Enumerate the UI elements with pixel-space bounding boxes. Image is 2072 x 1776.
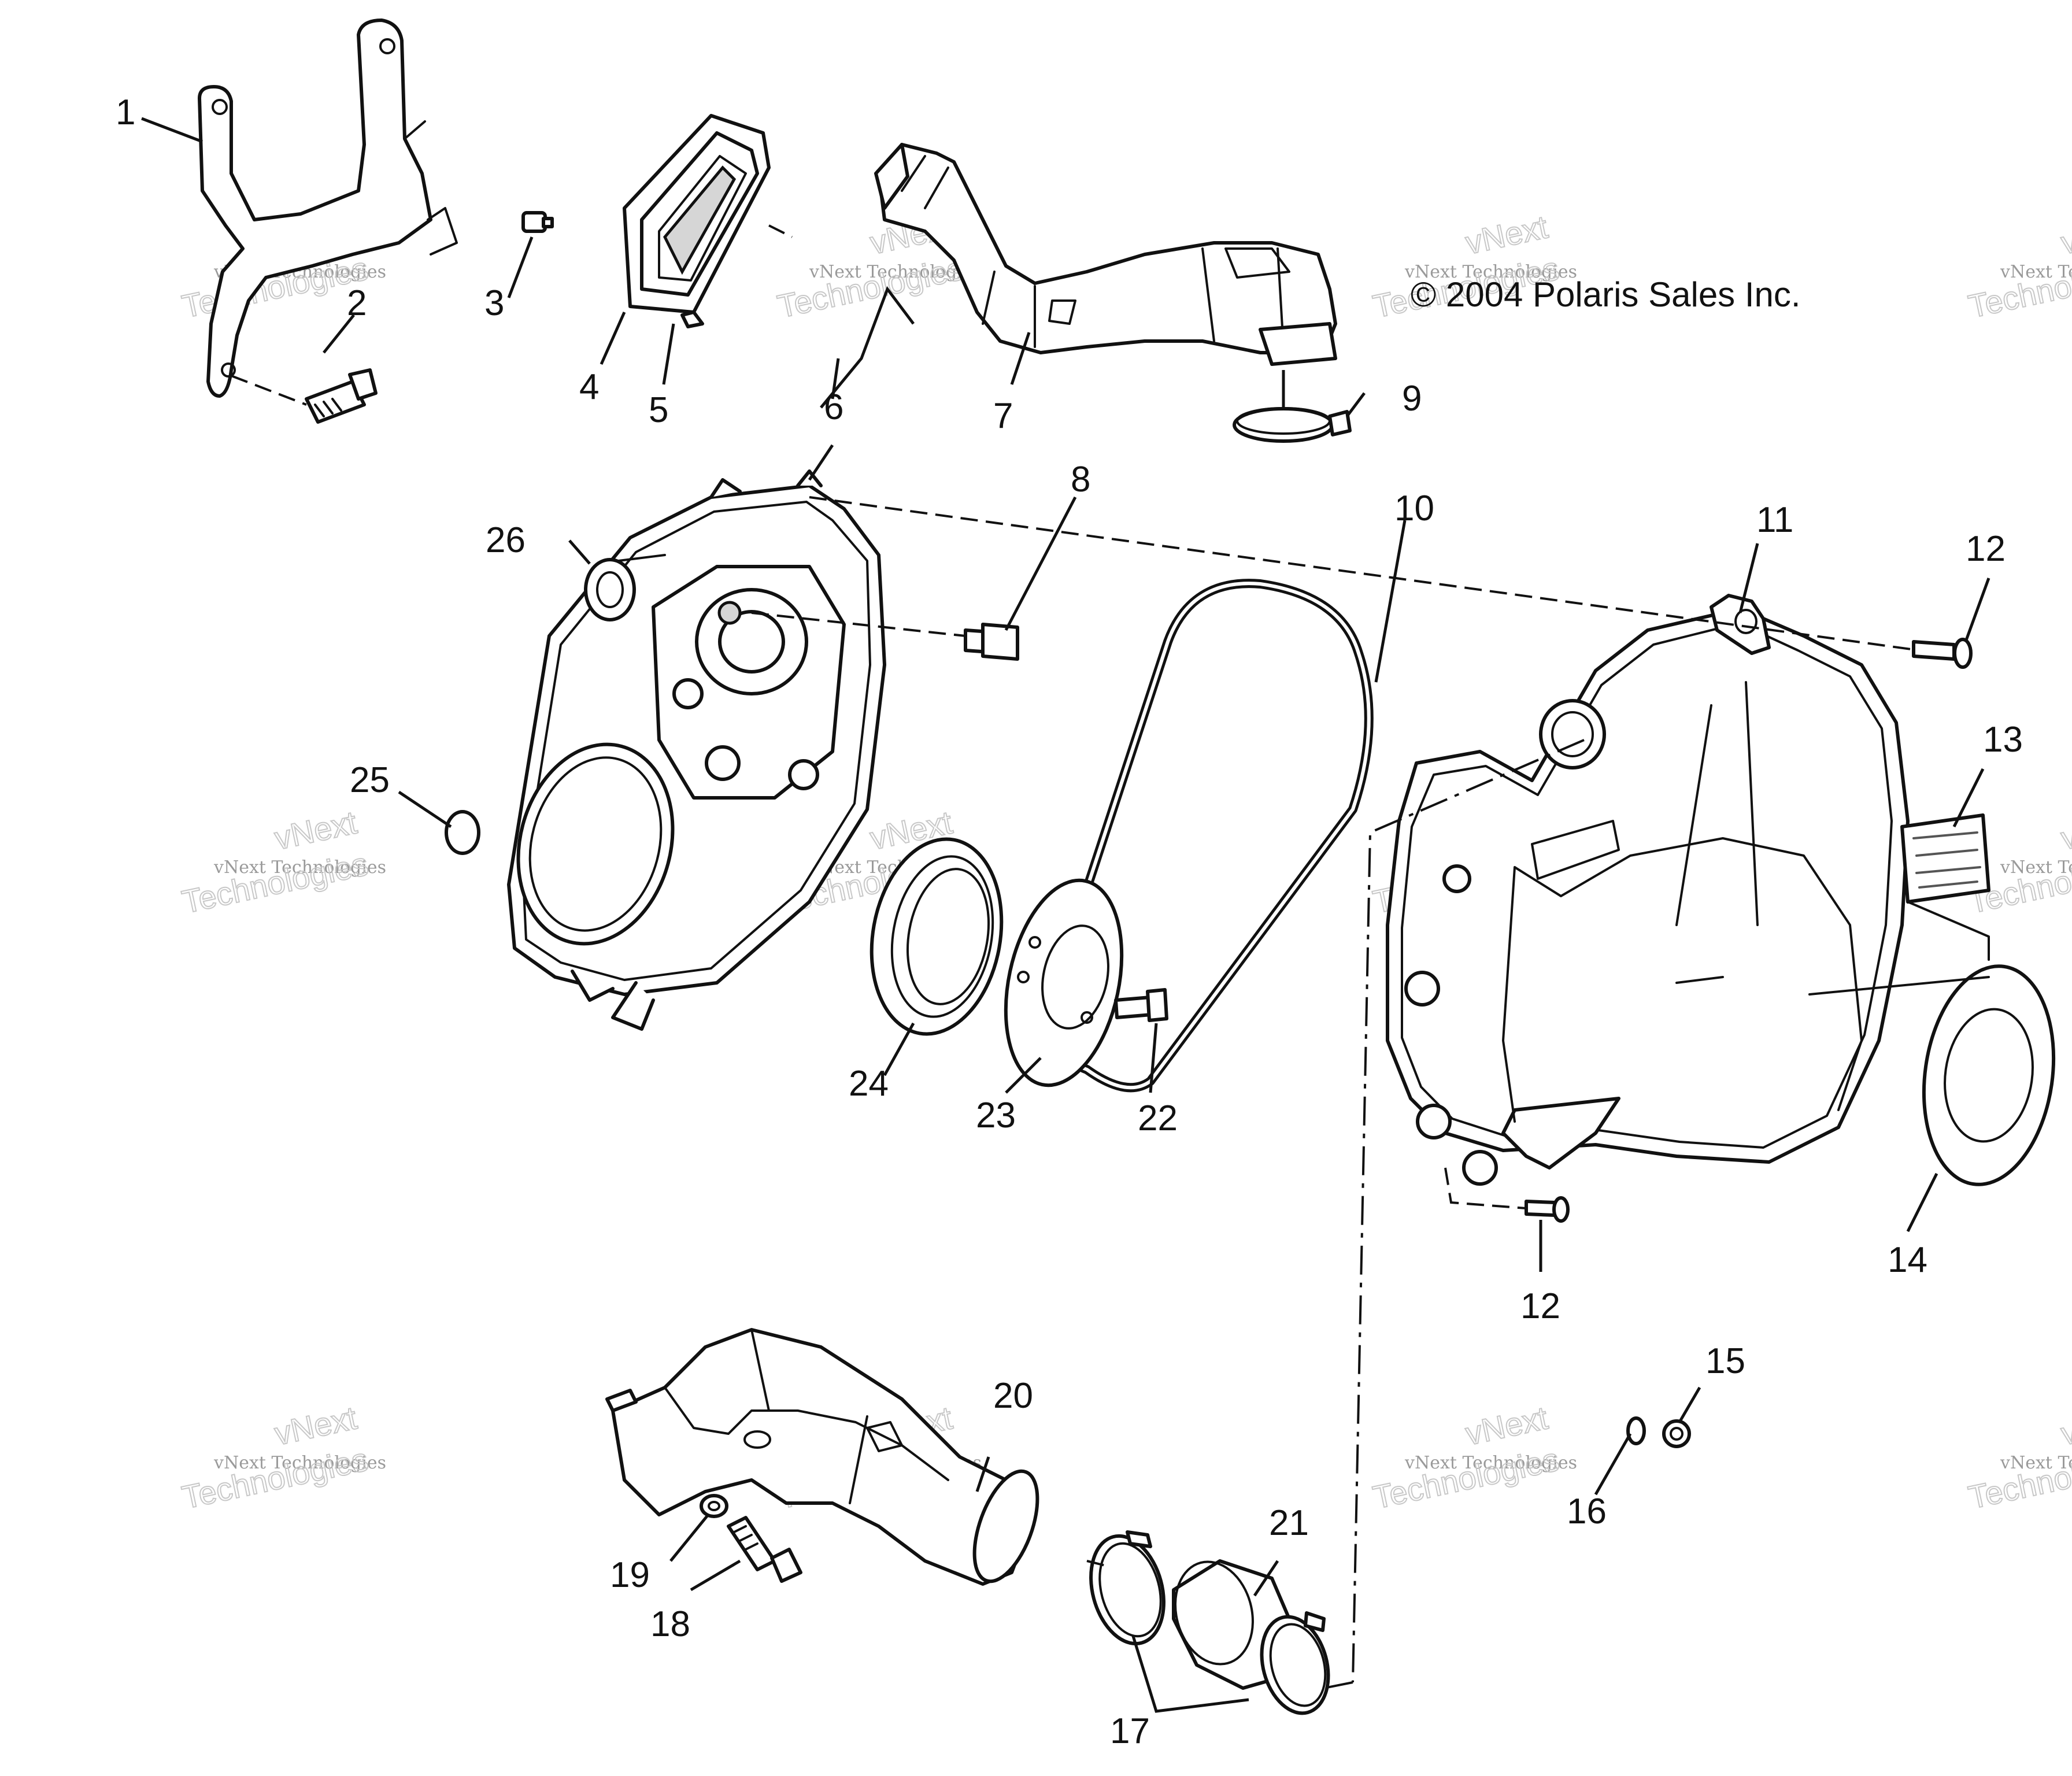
watermark-text: vNext Technologies bbox=[1404, 262, 1577, 282]
callout-17: 17 bbox=[1110, 1711, 1150, 1751]
part-15-nut bbox=[1662, 1419, 1691, 1448]
watermark-logo-text: Technologies bbox=[1370, 1441, 1562, 1516]
callout-24: 24 bbox=[849, 1064, 889, 1104]
watermark-text: vNext Technologies bbox=[213, 857, 386, 878]
part-3-screw bbox=[521, 211, 554, 233]
callout-10: 10 bbox=[1394, 489, 1434, 528]
callout-26: 26 bbox=[486, 520, 526, 560]
callout-25: 25 bbox=[350, 760, 390, 800]
callout-8: 8 bbox=[1071, 460, 1090, 500]
callout-19: 19 bbox=[610, 1555, 650, 1595]
watermark-text: vNext Technologies bbox=[213, 1453, 386, 1473]
centerline-2 bbox=[1294, 1681, 1353, 1695]
callout-15: 15 bbox=[1705, 1341, 1745, 1381]
callout-1: 1 bbox=[116, 92, 135, 132]
watermark-logo-text: vNext bbox=[2058, 208, 2072, 261]
callout-12-upper: 12 bbox=[1966, 529, 2006, 569]
callout-11: 11 bbox=[1756, 500, 1793, 540]
part-7-intake-duct bbox=[874, 143, 1337, 366]
part-12-screw-upper bbox=[809, 496, 1973, 669]
callout-labels: 1 2 3 4 5 6 7 8 9 10 11 12 12 13 14 15 1… bbox=[116, 92, 2023, 1751]
callout-6: 6 bbox=[824, 387, 843, 427]
part-12-screw-lower bbox=[1444, 1167, 1570, 1223]
part-11-outer-cover bbox=[1386, 594, 1910, 1186]
part-24-seal bbox=[870, 837, 1004, 1036]
watermark-text: vNext Technologies bbox=[2000, 262, 2072, 282]
part-22-screw bbox=[1114, 988, 1168, 1022]
watermark-logo-text: vNext bbox=[2058, 1399, 2072, 1452]
part-18-bolt bbox=[727, 1516, 802, 1583]
watermark-logo-text: Technologies bbox=[1965, 1441, 2072, 1516]
watermark-text: vNext Technologies bbox=[2000, 1453, 2072, 1473]
part-9-clamp bbox=[1233, 370, 1352, 443]
part-8-bolt bbox=[751, 612, 1019, 661]
callout-4: 4 bbox=[579, 367, 599, 407]
part-13-decal bbox=[1900, 813, 1990, 961]
callout-21: 21 bbox=[1269, 1503, 1309, 1543]
watermark-text: vNext Technologies bbox=[1404, 1453, 1577, 1473]
callout-23: 23 bbox=[976, 1096, 1016, 1135]
watermark-logo-text: Technologies bbox=[179, 1441, 371, 1516]
callout-9: 9 bbox=[1402, 379, 1422, 419]
watermark-logo-text: Technologies bbox=[1965, 250, 2072, 325]
copyright-notice: © 2004 Polaris Sales Inc. bbox=[1411, 275, 1801, 314]
callout-13: 13 bbox=[1983, 720, 2023, 760]
watermark-logo-text: vNext bbox=[2058, 804, 2072, 856]
part-23-plate bbox=[1004, 878, 1124, 1087]
leader-lines bbox=[141, 117, 1990, 1597]
callout-22: 22 bbox=[1138, 1098, 1178, 1138]
part-25-plug bbox=[445, 810, 480, 855]
watermark-text: vNext Technologies bbox=[2000, 857, 2072, 878]
callout-7: 7 bbox=[993, 396, 1013, 436]
part-6-inner-cover bbox=[507, 469, 886, 1031]
watermark-logo-text: Technologies bbox=[179, 845, 371, 920]
part-19-washer bbox=[700, 1494, 728, 1518]
callout-20: 20 bbox=[993, 1376, 1033, 1416]
part-20-outlet-duct bbox=[605, 1328, 1039, 1586]
part-26-bushing bbox=[584, 554, 666, 621]
callout-12-lower: 12 bbox=[1520, 1286, 1560, 1326]
centerline-1 bbox=[1352, 739, 1585, 1683]
part-4-5-inlet-boot bbox=[623, 114, 793, 328]
part-17-clamps bbox=[1086, 1530, 1330, 1715]
watermark-logo-text: Technologies bbox=[774, 250, 967, 325]
callout-2: 2 bbox=[347, 283, 367, 323]
callout-16: 16 bbox=[1567, 1492, 1607, 1531]
callout-14: 14 bbox=[1888, 1240, 1927, 1280]
part-2-bolt bbox=[231, 368, 378, 424]
part-1-bracket bbox=[198, 18, 458, 398]
part-16-washer bbox=[1626, 1416, 1646, 1445]
callout-3: 3 bbox=[484, 283, 504, 323]
part-14-gasket bbox=[1675, 964, 2056, 1186]
callout-18: 18 bbox=[650, 1604, 690, 1644]
callout-5: 5 bbox=[649, 390, 668, 430]
watermark-text: vNext Technologies bbox=[809, 262, 982, 282]
